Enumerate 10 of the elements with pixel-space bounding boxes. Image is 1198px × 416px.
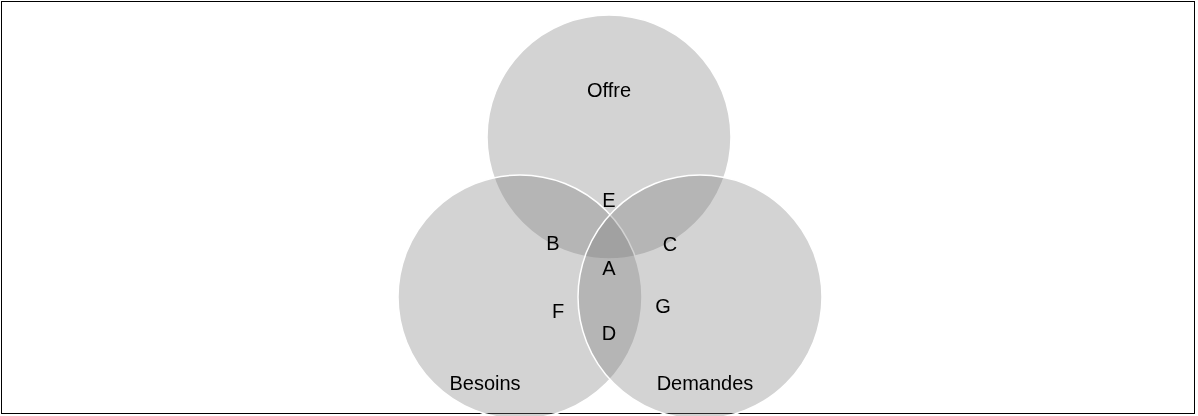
circle-title: Besoins <box>449 371 521 395</box>
region-letter: D <box>601 321 617 345</box>
region-letter: A <box>602 256 616 280</box>
circle-title: Offre <box>586 78 632 102</box>
region-letter: B <box>546 231 560 255</box>
region-letter: E <box>602 188 616 212</box>
region-letter: G <box>655 294 671 318</box>
circle-title: Demandes <box>656 371 754 395</box>
region-letter: C <box>662 232 678 256</box>
region-letter: F <box>551 299 565 323</box>
